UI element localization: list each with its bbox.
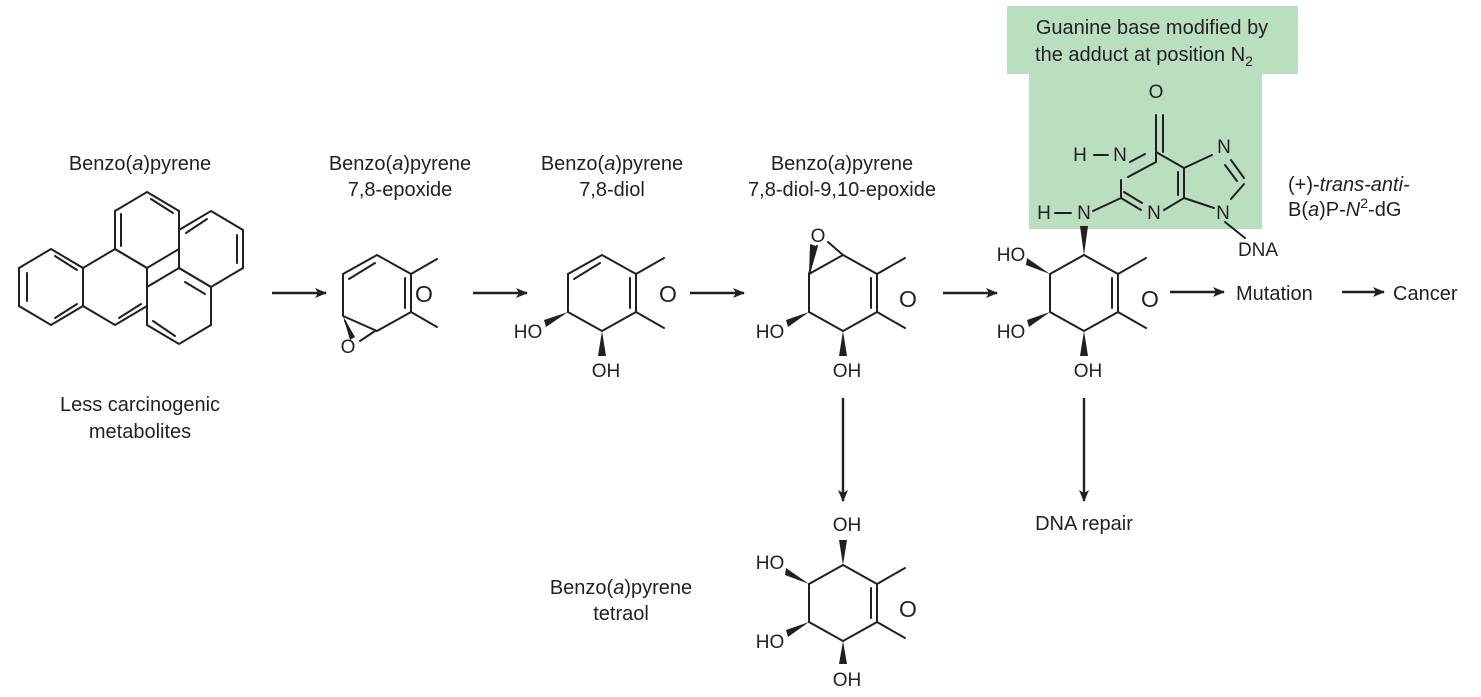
tetraol-ho-2: HO: [756, 632, 785, 653]
diol-ring-o: O: [659, 281, 677, 307]
diol-ho: HO: [514, 322, 543, 343]
diol-epoxide-wedge-epox: [809, 244, 816, 274]
less-carcinogenic-line1: Less carcinogenic: [60, 394, 220, 416]
adduct-wedge-ho1: [1026, 258, 1050, 274]
benzo-a-pyrene-structure: [18, 190, 244, 346]
adduct-ho-2: HO: [997, 322, 1026, 343]
mutation-label: Mutation: [1236, 283, 1313, 305]
adduct-wedge-ho2: [1027, 312, 1050, 327]
bap-label: Benzo(a)pyrene: [69, 153, 211, 175]
tetraol-sublabel: tetraol: [593, 603, 649, 625]
tetraol-ring-o: O: [899, 596, 917, 622]
adduct-wedge-oh: [1080, 331, 1088, 356]
tetraol-oh-top: OH: [833, 515, 862, 536]
diol-epoxide-structure: [808, 241, 906, 333]
guanine-n2: N: [1077, 203, 1091, 224]
diol-wedge-oh: [598, 331, 606, 356]
tetraol-structure: [808, 563, 906, 643]
adduct-ring-o: O: [1141, 286, 1159, 312]
tetraol-wedge-bottom: [839, 641, 847, 664]
tetraol-label: Benzo(a)pyrene: [550, 577, 692, 599]
guanine-h1: H: [1073, 145, 1087, 166]
guanine-highlight-box: [1007, 6, 1298, 229]
diol-wedge-ho: [544, 312, 568, 327]
diol-epoxide-ring-o: O: [899, 286, 917, 312]
diol-label: Benzo(a)pyrene: [541, 153, 683, 175]
guanine-dna: DNA: [1238, 240, 1278, 261]
cancer-label: Cancer: [1393, 283, 1458, 305]
epoxide-ring-o: O: [415, 281, 433, 307]
adduct-name-line2: B(a)P-N2-dG: [1288, 195, 1401, 221]
guanine-h2: H: [1037, 203, 1051, 224]
adduct-oh: OH: [1074, 361, 1103, 382]
adduct-name-line1: (+)-trans-anti-: [1288, 174, 1410, 196]
diol-epoxide-ho: HO: [756, 322, 785, 343]
guanine-n9: N: [1216, 203, 1230, 224]
guanine-n1: N: [1113, 145, 1127, 166]
highlight-line2: the adduct at position N2: [1035, 44, 1253, 69]
diol-sublabel: 7,8-diol: [579, 179, 645, 201]
tetraol-wedge-ho1: [785, 568, 809, 584]
guanine-n7: N: [1217, 137, 1231, 158]
diol-epoxide-oxygen: O: [811, 226, 826, 247]
guanine-carbonyl-o: O: [1149, 82, 1164, 103]
diol-epoxide-label: Benzo(a)pyrene: [771, 153, 913, 175]
adduct-wedge-n: [1080, 226, 1088, 255]
guanine-n3: N: [1147, 203, 1161, 224]
diol-epoxide-wedge-ho: [786, 312, 809, 327]
diol-epoxide-sublabel: 7,8-diol-9,10-epoxide: [748, 179, 936, 201]
epoxide-sublabel: 7,8-epoxide: [348, 179, 453, 201]
highlight-line1: Guanine base modified by: [1036, 17, 1268, 39]
diol-epoxide-wedge-oh: [839, 331, 847, 356]
diol-structure: [567, 253, 665, 333]
less-carcinogenic-line2: metabolites: [89, 421, 191, 443]
dna-repair-label: DNA repair: [1035, 513, 1133, 535]
tetraol-ho-1: HO: [756, 553, 785, 574]
diol-epoxide-oh: OH: [833, 361, 862, 382]
tetraol-wedge-top: [839, 540, 847, 565]
epoxide-label: Benzo(a)pyrene: [329, 153, 471, 175]
diol-oh: OH: [592, 361, 621, 382]
adduct-ho-1: HO: [997, 245, 1026, 266]
tetraol-wedge-ho2: [786, 622, 809, 637]
tetraol-oh-bottom: OH: [833, 670, 862, 691]
epoxide-oxygen: O: [341, 337, 356, 358]
epoxide-wedge: [343, 316, 355, 340]
